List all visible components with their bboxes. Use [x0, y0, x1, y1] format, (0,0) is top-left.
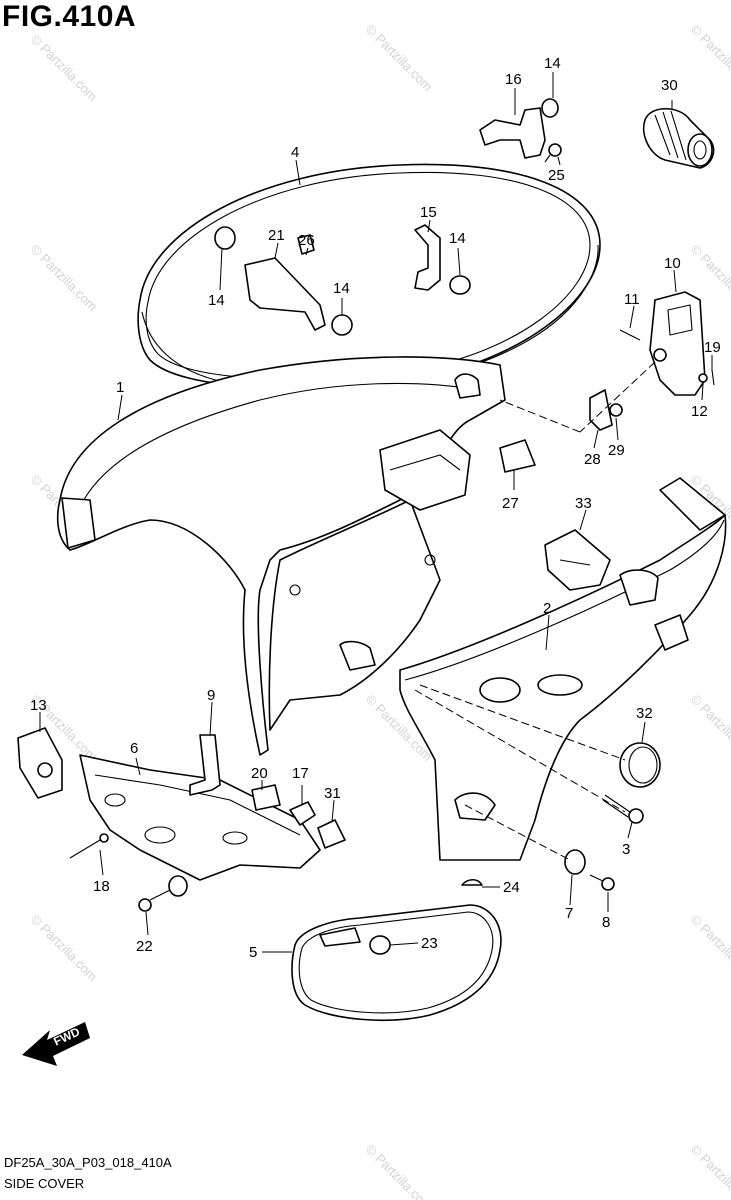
part-32-plug [619, 742, 661, 788]
callout-32: 32 [636, 705, 653, 722]
callout-10: 10 [664, 255, 681, 272]
part-13-bracket [17, 727, 63, 799]
callout-25: 25 [548, 167, 565, 184]
callout-33: 33 [575, 495, 592, 512]
part-15-bracket [414, 224, 471, 295]
figure-name: SIDE COVER [4, 1176, 85, 1191]
watermark: © Partzilla.com [688, 912, 731, 985]
part-2-side-cover [399, 477, 727, 861]
callout-14d: 14 [449, 230, 466, 247]
callout-28: 28 [584, 451, 601, 468]
callout-11: 11 [624, 291, 640, 308]
callout-1: 1 [116, 379, 124, 396]
part-3-bolt [602, 794, 644, 824]
callout-14c: 14 [333, 280, 350, 297]
callout-12: 12 [691, 403, 708, 420]
callout-23: 23 [421, 935, 438, 952]
part-4-seal-ring [137, 163, 601, 390]
part-22-bolt [138, 875, 188, 912]
callout-15: 15 [420, 204, 437, 221]
leader-lines [39, 72, 713, 953]
callout-20: 20 [251, 765, 268, 782]
part-6-lower-cover [79, 754, 321, 881]
callout-2: 2 [543, 600, 551, 617]
callout-31: 31 [324, 785, 341, 802]
callout-26: 26 [298, 232, 315, 249]
part-20-holder [251, 784, 281, 811]
callout-27: 27 [502, 495, 519, 512]
part-27-clip [499, 439, 536, 473]
part-8-bolt [589, 874, 615, 891]
watermark: © Partzilla.com [688, 22, 731, 95]
part-9-spring [189, 734, 221, 796]
callout-3: 3 [622, 841, 630, 858]
part-18-pin [69, 833, 109, 859]
watermark: © Partzilla.com [688, 692, 731, 765]
part-24-clip [461, 878, 483, 886]
part-10-lock-lever [589, 291, 715, 431]
callout-22: 22 [136, 938, 153, 955]
part-1-side-cover [56, 356, 506, 756]
part-31-holder [317, 819, 346, 849]
part-33-handle [544, 529, 611, 591]
part-30-grommet [643, 107, 715, 169]
callout-24: 24 [503, 879, 520, 896]
part-16-bracket [479, 98, 562, 163]
callout-21: 21 [268, 227, 285, 244]
part-5-seal [291, 904, 502, 1021]
callout-4: 4 [291, 144, 299, 161]
watermark: © Partzilla.com [28, 242, 101, 315]
callout-7: 7 [565, 905, 573, 922]
part-7-grommet [564, 849, 586, 875]
callout-8: 8 [602, 914, 610, 931]
watermark: © Partzilla.com [28, 912, 101, 985]
watermark: © Partzilla.com [688, 1142, 731, 1200]
callout-numbers: 1 2 3 4 5 6 7 8 9 10 11 12 13 14 14 14 1… [30, 55, 721, 961]
callout-13: 13 [30, 697, 47, 714]
callout-5: 5 [249, 944, 257, 961]
callout-16: 16 [505, 71, 522, 88]
callout-14b: 14 [208, 292, 225, 309]
callout-19: 19 [704, 339, 721, 356]
figure-code: DF25A_30A_P03_018_410A [4, 1155, 172, 1170]
watermark: © Partzilla.com [363, 1142, 436, 1200]
callout-14a: 14 [544, 55, 561, 72]
figure-title: FIG.410A [2, 0, 137, 33]
watermark: © Partzilla.com [28, 32, 101, 105]
callout-6: 6 [130, 740, 138, 757]
callout-18: 18 [93, 878, 110, 895]
fwd-arrow: FWD [22, 1022, 90, 1066]
assembly-lines [414, 361, 656, 861]
watermark: © Partzilla.com [363, 22, 436, 95]
callout-29: 29 [608, 442, 625, 459]
callout-30: 30 [661, 77, 678, 94]
callout-17: 17 [292, 765, 309, 782]
callout-9: 9 [207, 687, 215, 704]
